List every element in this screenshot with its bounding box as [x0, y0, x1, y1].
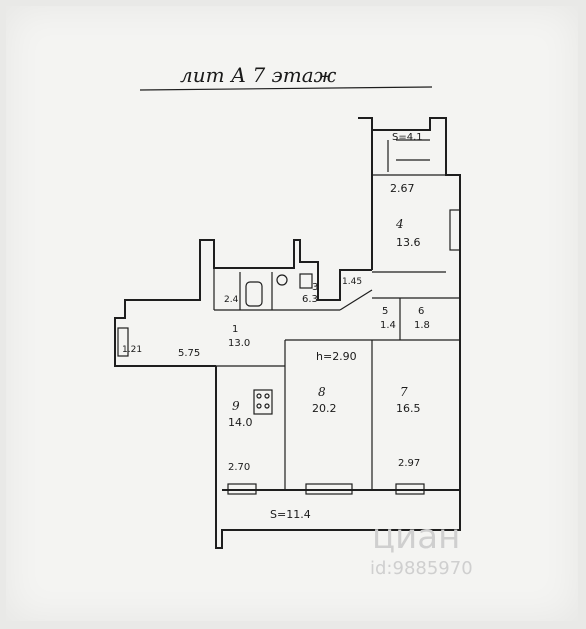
- room9-number: 9: [232, 399, 240, 413]
- room9-area: 14.0: [228, 416, 253, 429]
- room8-area: 20.2: [312, 402, 337, 415]
- stair-area-label: S=4.1: [392, 132, 423, 143]
- wc-number: 3: [312, 282, 318, 293]
- hall-number: 1: [232, 324, 238, 335]
- room4-number: 4: [395, 217, 404, 231]
- room6-number: 6: [418, 306, 424, 317]
- room7-number: 7: [400, 385, 408, 399]
- ceiling-height: h=2.90: [316, 350, 357, 363]
- room9-width: 2.70: [228, 462, 250, 473]
- balcony-area: S=11.4: [270, 508, 311, 521]
- floor-title: лит А 7 этаж: [180, 63, 337, 87]
- title-underline: [139, 86, 433, 91]
- wc-area: 6.3: [302, 294, 318, 305]
- paper-sheet: [6, 6, 578, 621]
- watermark-brand: циан: [372, 517, 460, 557]
- room4-area: 13.6: [396, 236, 421, 249]
- fixtures: [245, 273, 313, 415]
- hall-area: 13.0: [228, 338, 250, 349]
- interior-walls: [213, 139, 460, 490]
- corridor-dimension: 1.45: [342, 277, 362, 287]
- room5-area: 1.4: [380, 320, 396, 331]
- hall-length: 5.75: [178, 348, 200, 359]
- top-width-label: 2.67: [390, 182, 415, 195]
- room7-width: 2.97: [398, 458, 420, 469]
- room5-number: 5: [382, 306, 388, 317]
- entry-dimension: 1.21: [122, 345, 142, 355]
- windows: [117, 209, 461, 495]
- room6-area: 1.8: [414, 320, 430, 331]
- outer-walls: [114, 117, 461, 549]
- room7-area: 16.5: [396, 402, 421, 415]
- bath-area: 2.4: [224, 295, 239, 305]
- watermark-code: id:9885970: [370, 558, 473, 579]
- room8-number: 8: [318, 385, 326, 399]
